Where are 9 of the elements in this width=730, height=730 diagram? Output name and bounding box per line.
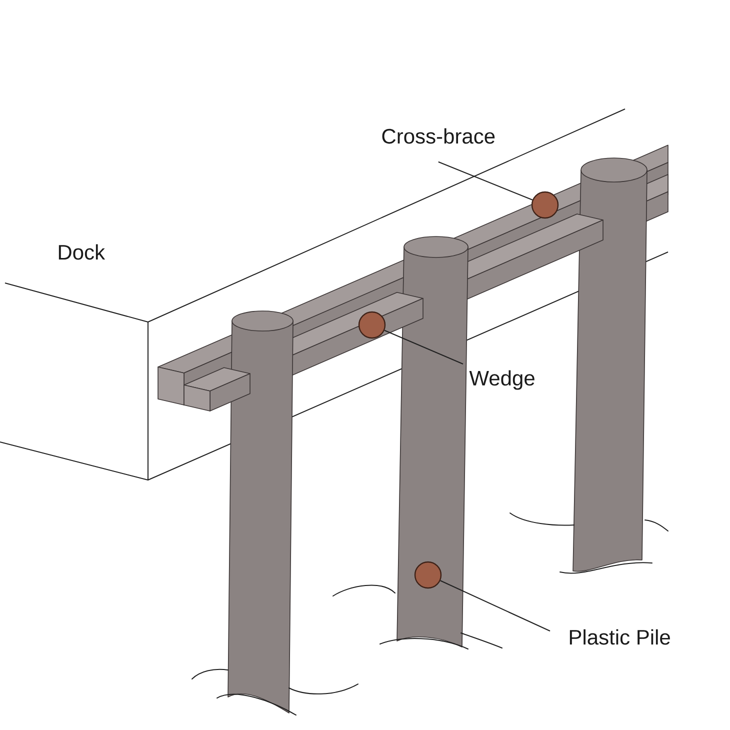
marker-dot xyxy=(414,561,442,589)
part-label: Dock xyxy=(58,244,106,260)
marker-dot xyxy=(531,191,559,219)
part-label: Cross-brace xyxy=(382,128,495,144)
marker-dot xyxy=(358,311,386,339)
leader-line xyxy=(440,580,550,632)
leader-line xyxy=(438,161,533,200)
part-label: Wedge xyxy=(469,370,534,390)
part-label: Plastic Pile xyxy=(570,629,670,645)
